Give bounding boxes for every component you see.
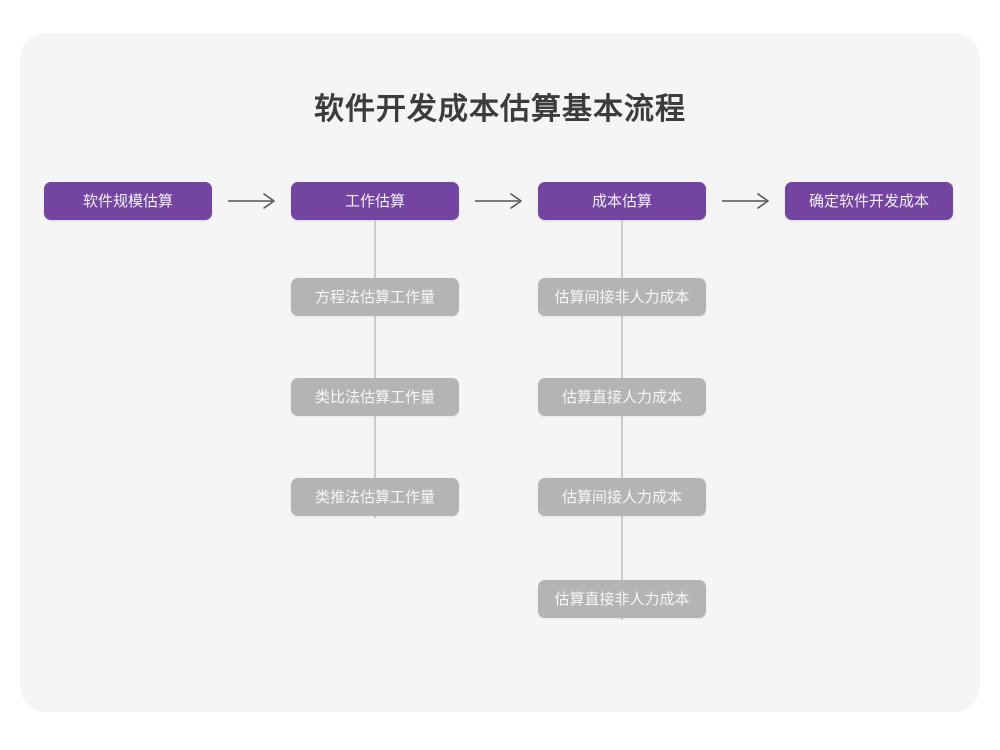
flow-step-label: 成本估算 [591,192,652,210]
connector-line-cost-estimation [621,220,623,620]
flow-step-label: 确定软件开发成本 [808,192,929,210]
branch-item-label: 估算间接非人力成本 [554,288,690,306]
arrow-right-icon-3 [720,191,776,211]
branch-item-cost-2[interactable]: 估算直接人力成本 [538,378,706,416]
flow-step-cost-estimation[interactable]: 成本估算 [538,182,706,220]
branch-item-label: 估算直接非人力成本 [554,590,690,608]
flow-step-work-estimation[interactable]: 工作估算 [291,182,459,220]
branch-item-label: 方程法估算工作量 [314,288,435,306]
connector-line-work-estimation [374,220,376,518]
flow-step-software-scale-estimation[interactable]: 软件规模估算 [44,182,212,220]
flow-step-label: 工作估算 [344,192,405,210]
branch-item-label: 估算直接人力成本 [561,388,682,406]
branch-item-label: 类推法估算工作量 [314,488,435,506]
branch-item-cost-4[interactable]: 估算直接非人力成本 [538,580,706,618]
flow-step-determine-development-cost[interactable]: 确定软件开发成本 [785,182,953,220]
page-title: 软件开发成本估算基本流程 [314,93,686,126]
flow-step-label: 软件规模估算 [82,192,173,210]
branch-item-work-2[interactable]: 类比法估算工作量 [291,378,459,416]
branch-item-label: 类比法估算工作量 [314,388,435,406]
diagram-card [20,33,980,712]
branch-item-work-1[interactable]: 方程法估算工作量 [291,278,459,316]
arrow-right-icon-2 [473,191,529,211]
arrow-right-icon-1 [226,191,282,211]
branch-item-cost-3[interactable]: 估算间接人力成本 [538,478,706,516]
branch-item-cost-1[interactable]: 估算间接非人力成本 [538,278,706,316]
branch-item-label: 估算间接人力成本 [561,488,682,506]
branch-item-work-3[interactable]: 类推法估算工作量 [291,478,459,516]
